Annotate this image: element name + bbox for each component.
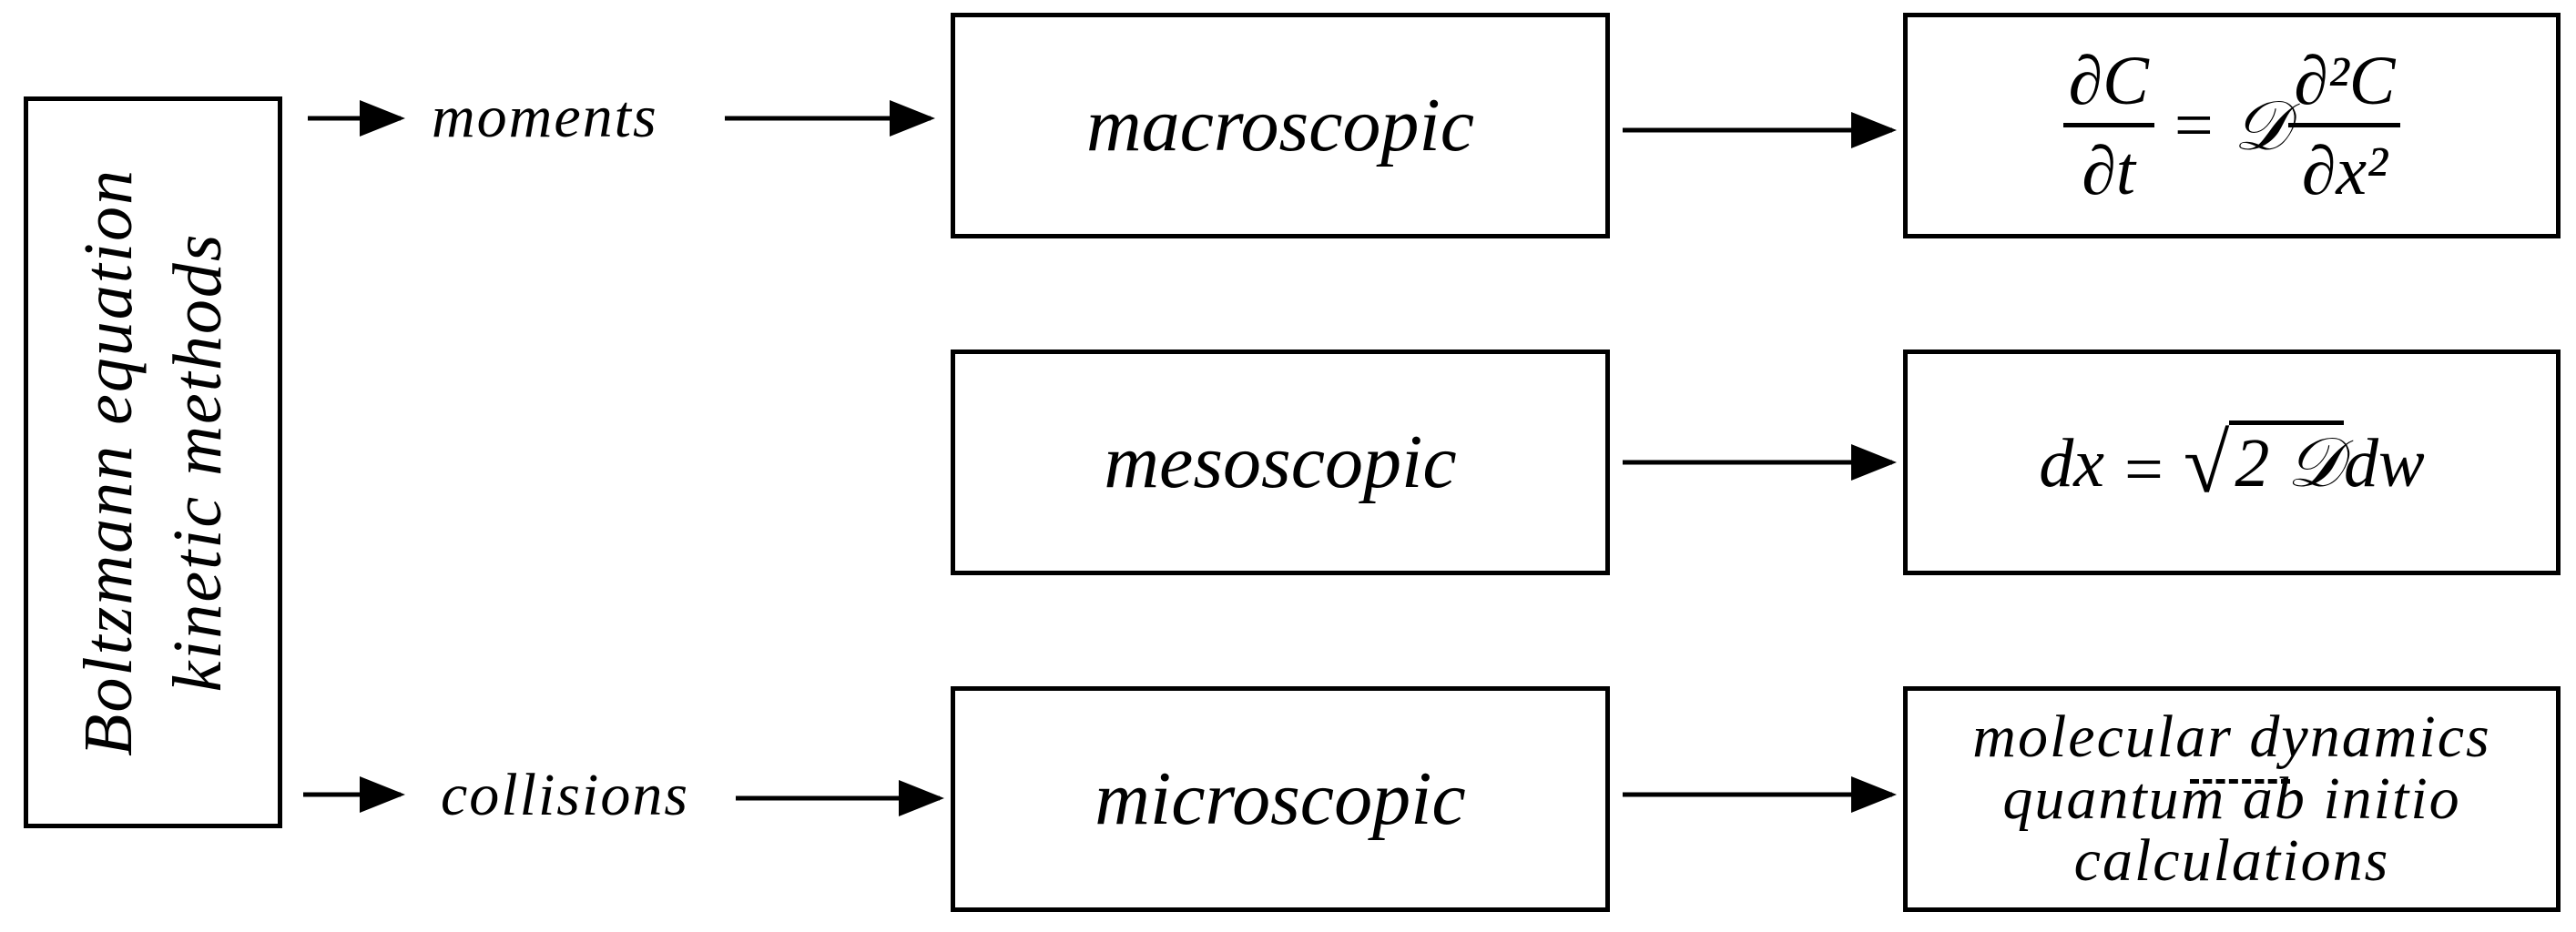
moments-label: moments xyxy=(432,84,658,150)
diffusion-equation: ∂C ∂t =𝒟 ∂²C ∂x² xyxy=(2062,46,2401,209)
dx-term: dx xyxy=(2039,424,2104,501)
diffusion-equation-box: ∂C ∂t =𝒟 ∂²C ∂x² xyxy=(1903,13,2561,238)
equals-sign: = xyxy=(2124,431,2164,509)
diffusion-coefficient: 𝒟 xyxy=(2233,85,2289,166)
calculations-text: calculations xyxy=(2073,826,2390,894)
radical-sign: √ xyxy=(2183,416,2230,510)
boltzmann-equation-text: Boltzmann equation xyxy=(70,167,147,757)
molecular-dynamics-text: molecular dynamics xyxy=(1972,704,2491,771)
langevin-equation: dx = √2 𝒟dw xyxy=(2039,420,2425,509)
mesoscopic-label: mesoscopic xyxy=(1104,420,1457,504)
mesoscopic-box: mesoscopic xyxy=(951,350,1610,575)
square-root: √2 𝒟 xyxy=(2184,420,2345,505)
dc-dt-fraction: ∂C ∂t xyxy=(2062,46,2154,209)
dt-denominator: ∂t xyxy=(2082,132,2136,209)
dc-numerator: ∂C xyxy=(2062,46,2154,127)
d2c-dx2-fraction: ∂²C ∂x² xyxy=(2288,46,2401,209)
langevin-equation-box: dx=√2 𝒟dw xyxy=(1903,350,2561,575)
macroscopic-box: macroscopic xyxy=(951,13,1610,238)
radicand: 2 𝒟 xyxy=(2229,420,2345,498)
collisions-label: collisions xyxy=(441,762,690,828)
methods-box: molecular dynamics quantum ab initio cal… xyxy=(1903,686,2561,912)
dw-term: dw xyxy=(2344,424,2425,501)
dashed-separator xyxy=(2190,779,2290,784)
microscopic-box: microscopic xyxy=(951,686,1610,912)
macroscopic-label: macroscopic xyxy=(1085,83,1475,167)
quantum-ab-initio-text: quantum ab initio xyxy=(2002,765,2461,833)
d2c-numerator: ∂²C xyxy=(2288,46,2401,127)
microscopic-label: microscopic xyxy=(1095,756,1466,841)
micro-methods-text: molecular dynamics quantum ab initio cal… xyxy=(1972,706,2490,892)
equals-sign: = xyxy=(2174,87,2214,164)
boltzmann-label: Boltzmann equation kinetic methods xyxy=(54,168,252,756)
kinetic-methods-text: kinetic methods xyxy=(159,232,236,693)
dx2-denominator: ∂x² xyxy=(2301,132,2388,209)
boltzmann-box: Boltzmann equation kinetic methods xyxy=(24,96,282,828)
